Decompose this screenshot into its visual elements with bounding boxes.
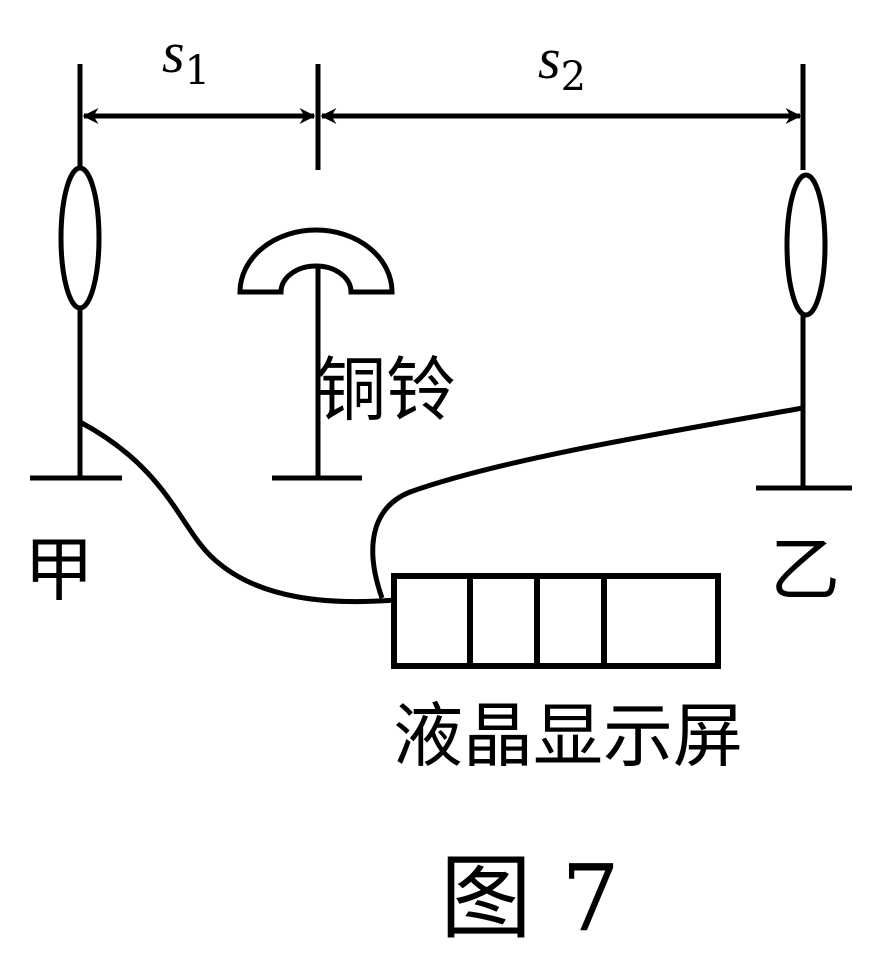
s1-label: s1 bbox=[162, 20, 210, 94]
microphone-left bbox=[30, 64, 122, 481]
display-label: 液晶显示屏 bbox=[393, 695, 743, 777]
microphone-right bbox=[756, 64, 852, 491]
mic-left-label: 甲 bbox=[24, 529, 94, 611]
figure-caption: 图 7 bbox=[440, 845, 620, 952]
wires bbox=[78, 405, 804, 605]
mic-right-label: 乙 bbox=[770, 529, 840, 611]
bell-label: 铜铃 bbox=[316, 349, 456, 431]
bell-icon bbox=[237, 227, 395, 481]
lcd-display bbox=[391, 573, 721, 669]
s2-label: s2 bbox=[538, 26, 586, 100]
